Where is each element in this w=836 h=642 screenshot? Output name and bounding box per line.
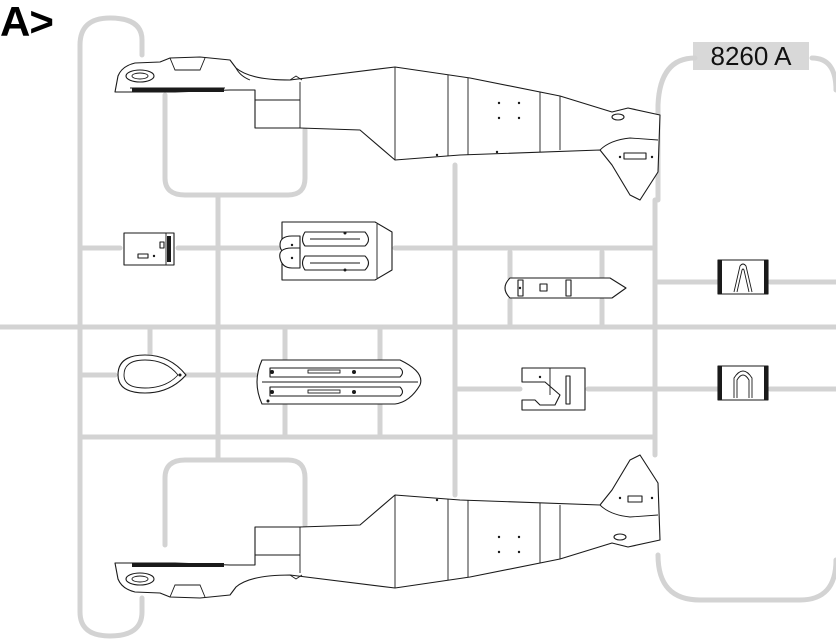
- runner-lower-loop: [162, 457, 308, 548]
- part-teardrop: [117, 354, 187, 394]
- part-slim-strip: [504, 277, 627, 299]
- runner-right-frame-upper: [655, 55, 698, 203]
- part-small-box: [123, 232, 175, 266]
- part-cowling-panel: [279, 221, 393, 281]
- part-arch-upper: [717, 259, 769, 295]
- runner-upper-loop: [162, 92, 308, 198]
- part-arch-lower: [717, 365, 769, 401]
- sprue-sheet-label: A>: [0, 0, 54, 45]
- runner-right-frame-lower: [655, 552, 836, 603]
- part-bracket: [521, 367, 586, 411]
- part-long-panel: [256, 359, 422, 405]
- fuselage-half-upper: [114, 56, 661, 201]
- fuselage-half-lower: [114, 454, 661, 599]
- runner-right-frame-top: [809, 55, 836, 93]
- sprue-code-badge: 8260 A: [693, 42, 809, 70]
